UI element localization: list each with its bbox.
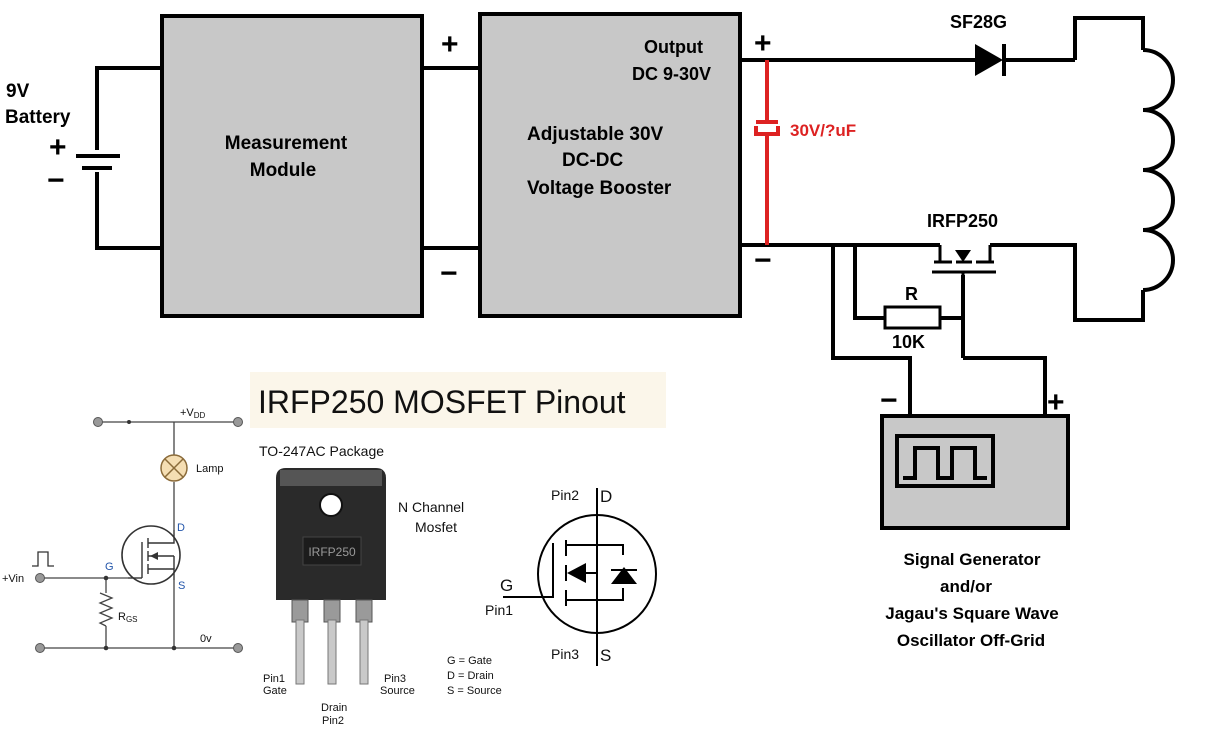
signal-generator-plus: + <box>1047 386 1065 419</box>
n-channel-line2: Mosfet <box>415 519 457 535</box>
capacitor-label: 30V/?uF <box>790 121 856 140</box>
pin2-label-2: Pin2 <box>322 715 344 727</box>
signal-generator-line2: and/or <box>940 577 992 596</box>
output-line1: Output <box>644 37 703 57</box>
terminal-vdd-right <box>233 417 243 427</box>
g-label: G <box>105 561 114 573</box>
package-label: TO-247AC Package <box>259 443 384 459</box>
switch-mosfet-arrow-icon <box>150 552 158 560</box>
diode-symbol <box>975 44 1006 76</box>
sym-d: D <box>600 487 612 506</box>
signal-generator-line1: Signal Generator <box>904 550 1041 569</box>
lamp-label: Lamp <box>196 463 224 475</box>
to247-package-icon <box>276 468 386 685</box>
vin-label: +Vin <box>2 573 24 585</box>
booster-in-minus: − <box>440 257 458 290</box>
measurement-module-line2: Module <box>250 160 317 181</box>
resistor-body <box>883 305 942 330</box>
battery-label-2: Battery <box>5 107 71 128</box>
resistor-value: 10K <box>892 332 925 352</box>
legend-drain: D = Drain <box>447 670 494 682</box>
measurement-module-line1: Measurement <box>225 133 348 154</box>
measurement-module-box <box>160 14 424 318</box>
body-diode-icon <box>611 567 637 584</box>
sym-pin1: Pin1 <box>485 602 513 618</box>
booster-line1: Adjustable 30V <box>527 124 664 145</box>
n-channel-mosfet-symbol <box>503 488 657 666</box>
sym-g: G <box>500 576 513 595</box>
terminal-0v-left <box>35 643 45 653</box>
battery-symbol <box>76 154 120 170</box>
mosfet-arrow-icon <box>955 250 971 262</box>
battery-minus: − <box>47 164 65 197</box>
sym-s: S <box>600 646 611 665</box>
pin2-label-1: Drain <box>321 702 347 714</box>
booster-box <box>478 12 742 318</box>
rgs-label: RGS <box>118 611 138 624</box>
junction-dot-3 <box>103 645 109 651</box>
n-channel-line1: N Channel <box>398 499 464 515</box>
booster-in-plus: + <box>441 28 459 61</box>
pin3-label-1: Pin3 <box>384 673 406 685</box>
output-line2: DC 9-30V <box>632 64 711 84</box>
main-wires <box>95 16 1175 415</box>
pin1-label-1: Pin1 <box>263 673 285 685</box>
pinout-title: IRFP250 MOSFET Pinout <box>258 384 626 420</box>
booster-line3: Voltage Booster <box>527 178 672 199</box>
mosfet-symbol <box>932 245 996 276</box>
booster-line2: DC-DC <box>562 150 623 171</box>
legend-source: S = Source <box>447 685 502 697</box>
zero-v-label: 0v <box>200 633 212 645</box>
terminal-vin <box>35 573 45 583</box>
vdd-label: +VDD <box>180 407 206 420</box>
square-wave-icon <box>903 446 987 480</box>
junction-dot-4 <box>171 645 177 651</box>
sym-pin3: Pin3 <box>551 646 579 662</box>
pin3-label-2: Source <box>380 685 415 697</box>
output-minus: − <box>754 244 772 277</box>
diode-label: SF28G <box>950 12 1007 32</box>
signal-generator-line3: Jagau's Square Wave <box>885 604 1059 623</box>
terminal-vdd-left <box>93 417 103 427</box>
chip-label: IRFP250 <box>308 545 356 559</box>
s-label: S <box>178 580 185 592</box>
capacitor-symbol <box>754 60 780 245</box>
d-label: D <box>177 522 185 534</box>
resistor-name: R <box>905 284 918 304</box>
switch-mosfet-icon <box>121 525 181 585</box>
output-plus: + <box>754 27 772 60</box>
legend-gate: G = Gate <box>447 655 492 667</box>
mosfet-label: IRFP250 <box>927 211 998 231</box>
junction-dot-2 <box>103 575 109 581</box>
signal-generator-line4: Oscillator Off-Grid <box>897 631 1045 650</box>
battery-label-1: 9V <box>6 81 30 102</box>
switch-circuit-wires <box>32 421 238 649</box>
channel-arrow-icon <box>567 563 586 583</box>
pinout-title-bg <box>250 372 666 428</box>
pin1-label-2: Gate <box>263 685 287 697</box>
sym-pin2: Pin2 <box>551 487 579 503</box>
terminal-0v-right <box>233 643 243 653</box>
junction-dot-1 <box>127 420 131 424</box>
battery-plus: + <box>49 131 67 164</box>
signal-generator-minus: − <box>880 384 898 417</box>
lamp-icon <box>160 454 188 482</box>
